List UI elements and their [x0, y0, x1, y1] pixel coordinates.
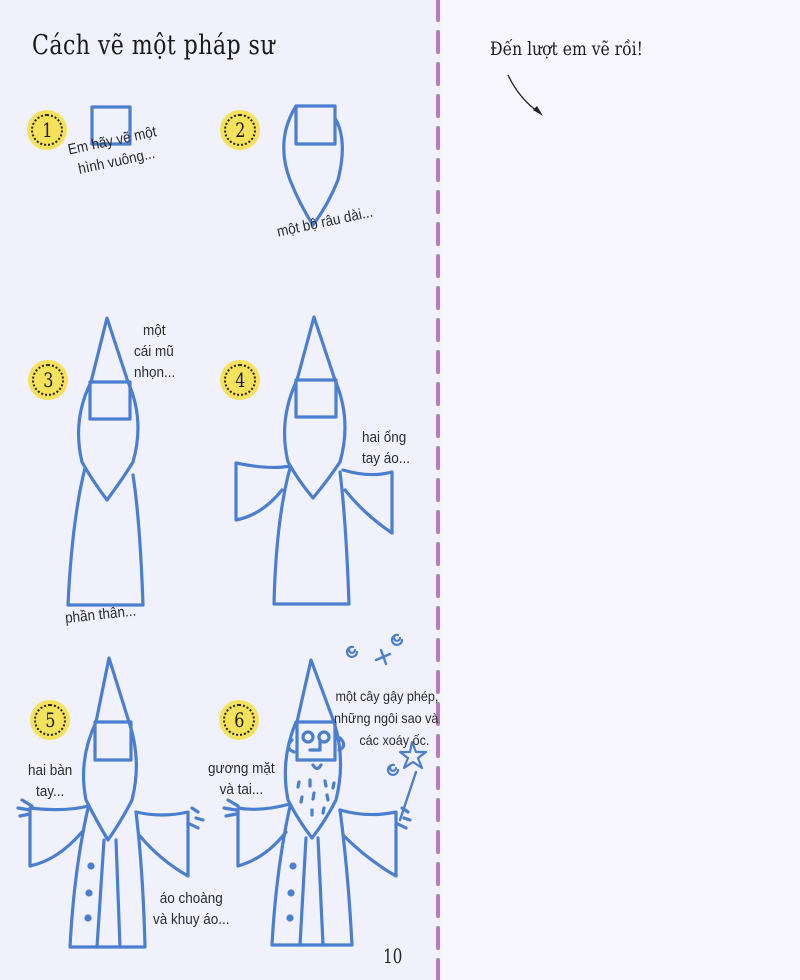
- page-number: 10: [383, 944, 403, 968]
- wizard-drawings: [16, 104, 428, 949]
- dashed-divider: [436, 0, 440, 980]
- step1-square-drawing: [90, 105, 132, 146]
- step-badge-3: 3: [28, 360, 68, 400]
- step5-hands-robe-drawing: [16, 656, 205, 949]
- step2-beard-drawing: [282, 104, 344, 227]
- step-badge-4: 4: [220, 360, 260, 400]
- step-badge-2: 2: [220, 110, 260, 150]
- instructions-page: [0, 0, 440, 980]
- step-badge-1: 1: [27, 110, 67, 150]
- step4-sleeves-drawing: [234, 315, 394, 606]
- your-turn-prompt: Đến lượt em vẽ rồi!: [490, 38, 643, 60]
- step6-full-wizard-drawing: [222, 633, 428, 947]
- step-badge-5: 5: [30, 700, 70, 740]
- drawing-area[interactable]: [442, 0, 800, 980]
- step3-hat-body-drawing: [66, 316, 145, 607]
- step-badge-6: 6: [219, 700, 259, 740]
- page-title: Cách vẽ một pháp sư: [32, 30, 276, 61]
